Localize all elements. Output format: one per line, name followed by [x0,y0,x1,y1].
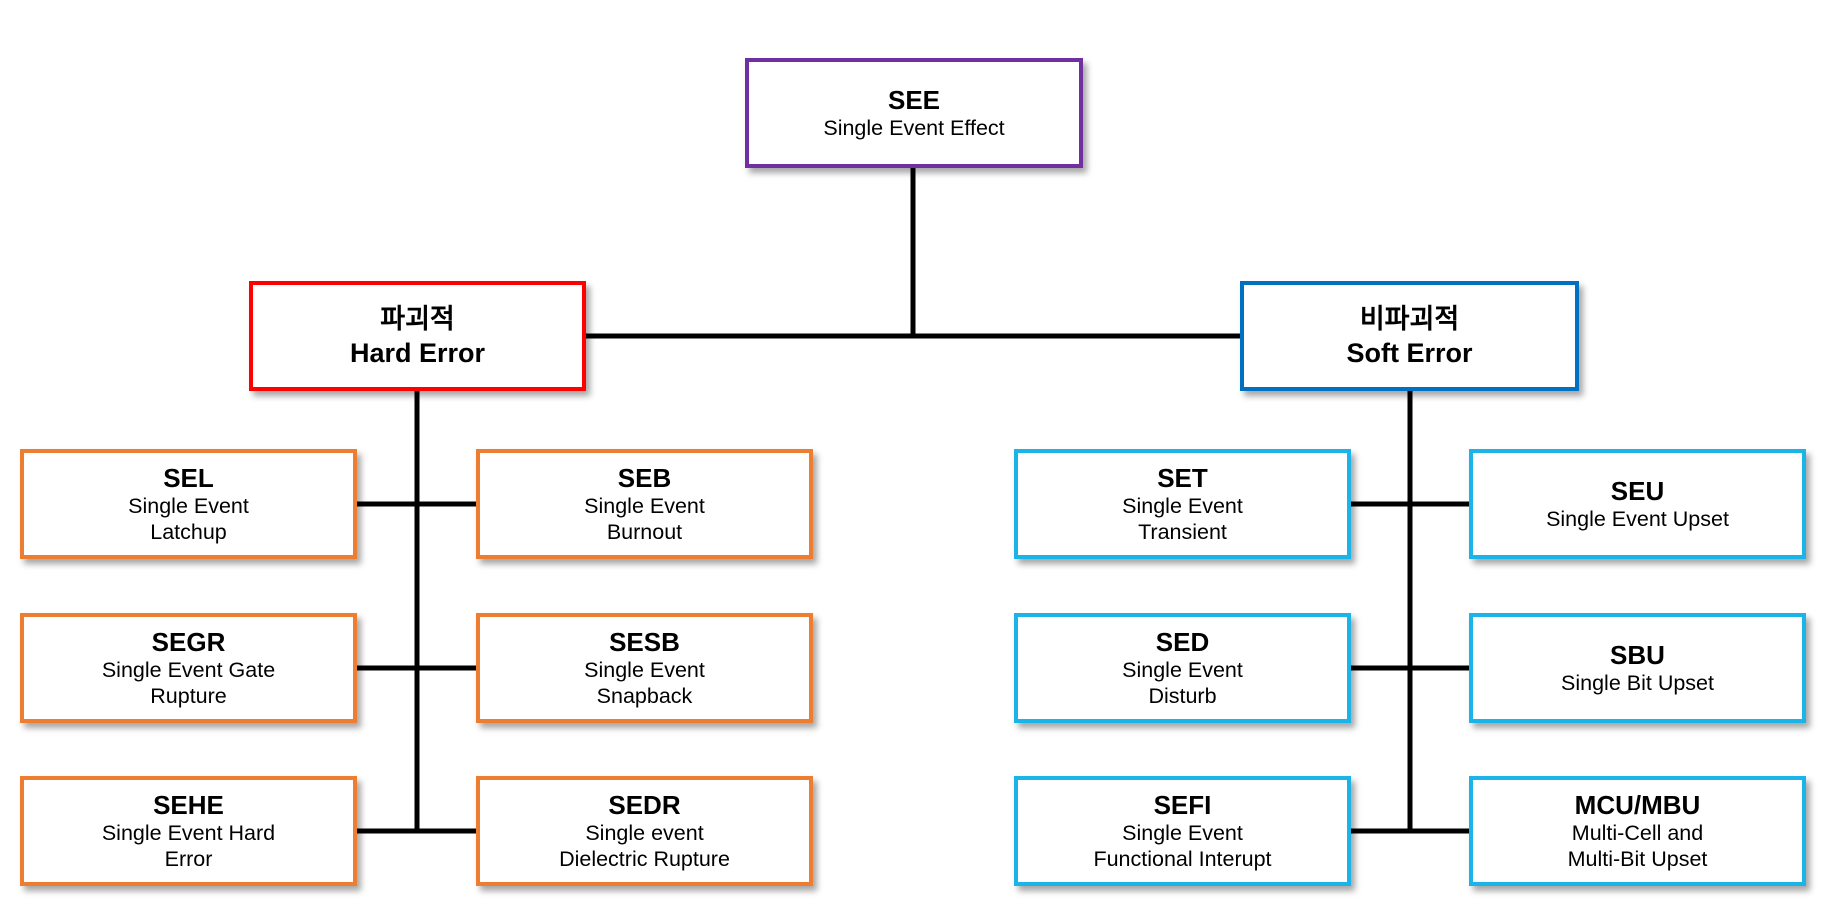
leaf-node-sehe: SEHE Single Event Hard Error [20,776,357,886]
leaf-abbr: SESB [609,627,680,657]
hard-korean-label: 파괴적 [380,304,455,334]
leaf-desc-line1: Single Event Gate [101,658,276,682]
category-node-hard-error: 파괴적 Hard Error [249,281,586,391]
leaf-abbr: SEFI [1153,790,1212,820]
hard-english-label: Hard Error [349,338,486,368]
leaf-node-mcu-mbu: MCU/MBU Multi-Cell and Multi-Bit Upset [1469,776,1806,886]
leaf-node-sedr: SEDR Single event Dielectric Rupture [476,776,813,886]
soft-korean-label: 비파괴적 [1359,304,1460,334]
leaf-abbr: SEDR [608,790,681,820]
leaf-abbr: MCU/MBU [1574,790,1701,820]
leaf-desc-line1: Multi-Cell and [1571,821,1704,845]
leaf-desc-line1: Single event [585,821,704,845]
leaf-node-sed: SED Single Event Disturb [1014,613,1351,723]
leaf-desc-line2: Transient [1138,520,1227,544]
leaf-desc-line1: Single Event [1122,821,1243,845]
leaf-desc-line1: Single Event Hard [101,821,276,845]
leaf-desc-line1: Single Event [584,658,705,682]
root-desc: Single Event Effect [823,116,1005,140]
leaf-abbr: SET [1157,463,1208,493]
leaf-desc-line2: Multi-Bit Upset [1567,847,1708,871]
root-abbr: SEE [887,85,941,115]
category-node-soft-error: 비파괴적 Soft Error [1240,281,1579,391]
leaf-abbr: SEGR [151,627,226,657]
leaf-abbr: SEHE [153,790,224,820]
leaf-desc-line1: Single Event [128,494,249,518]
soft-english-label: Soft Error [1346,338,1473,368]
leaf-node-seu: SEU Single Event Upset [1469,449,1806,559]
leaf-abbr: SEB [617,463,672,493]
leaf-desc-line1: Single Event [584,494,705,518]
leaf-node-set: SET Single Event Transient [1014,449,1351,559]
leaf-desc-line2: Burnout [606,520,683,544]
leaf-desc-line2: Latchup [150,520,227,544]
leaf-node-sel: SEL Single Event Latchup [20,449,357,559]
leaf-desc-line2: Error [164,847,213,871]
leaf-desc-line1: Single Event Upset [1546,507,1729,531]
leaf-desc-line2: Functional Interupt [1093,847,1272,871]
leaf-node-sefi: SEFI Single Event Functional Interupt [1014,776,1351,886]
leaf-desc-line1: Single Bit Upset [1561,671,1714,695]
leaf-node-seb: SEB Single Event Burnout [476,449,813,559]
leaf-node-sesb: SESB Single Event Snapback [476,613,813,723]
leaf-node-segr: SEGR Single Event Gate Rupture [20,613,357,723]
leaf-abbr: SEL [163,463,214,493]
leaf-abbr: SEU [1610,476,1665,506]
leaf-desc-line2: Disturb [1148,684,1217,708]
root-node-see: SEE Single Event Effect [745,58,1083,168]
leaf-desc-line2: Dielectric Rupture [559,847,730,871]
leaf-node-sbu: SBU Single Bit Upset [1469,613,1806,723]
leaf-desc-line1: Single Event [1122,494,1243,518]
leaf-abbr: SED [1155,627,1210,657]
leaf-desc-line2: Snapback [596,684,693,708]
leaf-abbr: SBU [1610,640,1665,670]
leaf-desc-line1: Single Event [1122,658,1243,682]
leaf-desc-line2: Rupture [150,684,227,708]
